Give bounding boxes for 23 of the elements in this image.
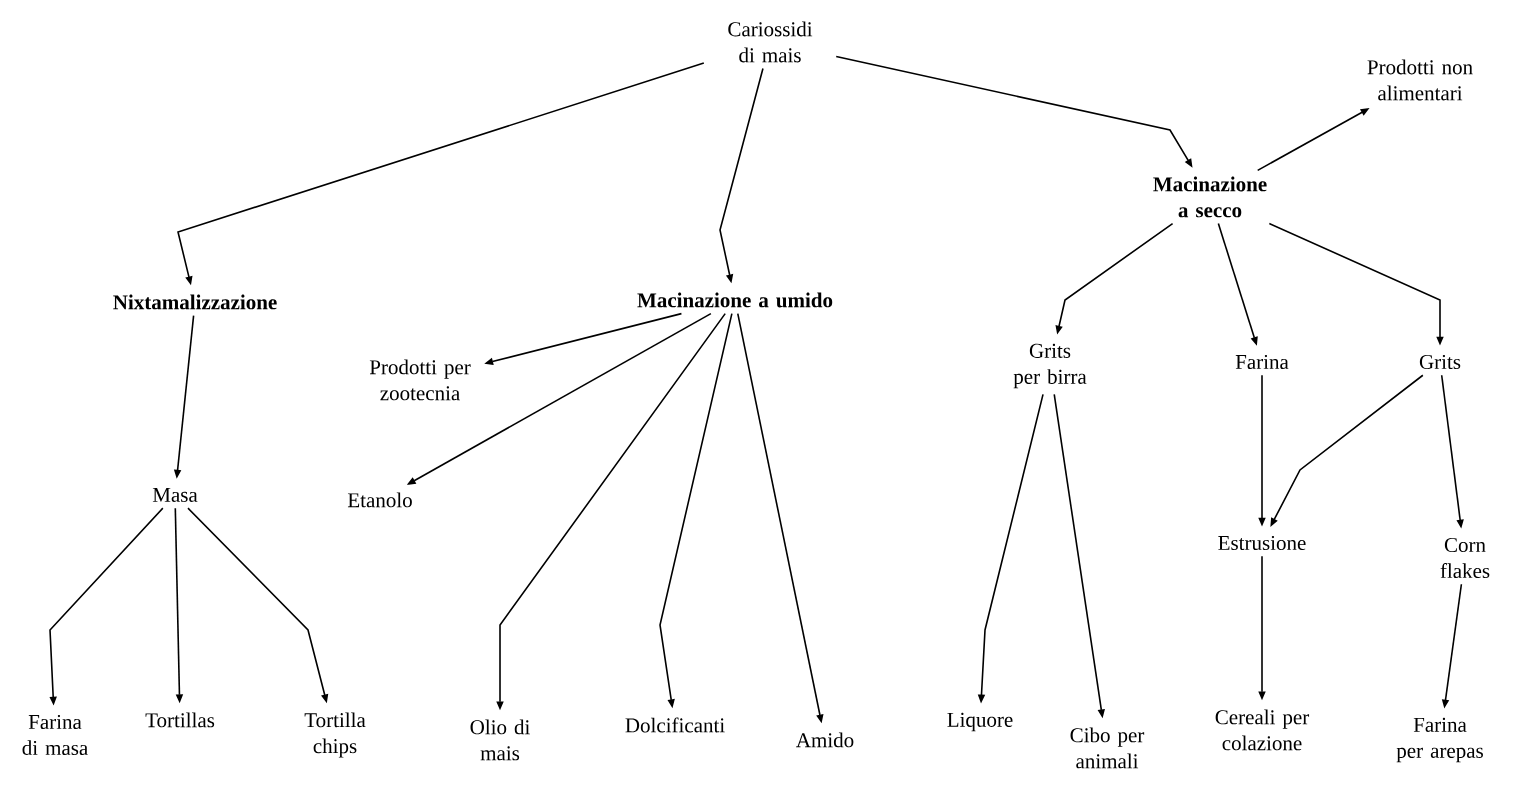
- process-step-label: Masa: [152, 488, 198, 502]
- process-step-label: Dolcificanti: [625, 717, 725, 733]
- bold-label: Macinazione a secco: [1153, 176, 1267, 218]
- process-step-label: Tortilla chips: [304, 712, 366, 758]
- process-step-label: Farina per arepas: [1396, 717, 1483, 763]
- process-step-label: Prodotti non alimentari: [1367, 59, 1473, 101]
- process-step-label: Olio di mais: [470, 719, 530, 761]
- process-step-label: Farina di masa: [22, 714, 88, 756]
- process-step-label: Corn flakes: [1440, 537, 1490, 579]
- process-step-label: Liquore: [947, 712, 1013, 732]
- bold-label: Macinazione a umido: [637, 292, 833, 308]
- process-step-label: Tortillas: [145, 712, 215, 728]
- process-step-label: Grits per birra: [1013, 343, 1087, 389]
- process-step-label: Amido: [796, 732, 854, 748]
- bold-label: Nixtamalizzazione: [113, 294, 277, 310]
- process-step-label: Prodotti per zootecnia: [369, 359, 471, 401]
- process-step-label: Grits: [1419, 354, 1461, 370]
- process-step-label: Estrusione: [1218, 535, 1306, 551]
- process-step-label: Cereali per colazione: [1215, 709, 1310, 751]
- process-step-label: Farina: [1235, 354, 1289, 370]
- process-step-label: Cariossidi di mais: [728, 21, 813, 63]
- process-step-label: Cibo per animali: [1070, 727, 1145, 769]
- process-step-label: Etanolo: [347, 492, 412, 508]
